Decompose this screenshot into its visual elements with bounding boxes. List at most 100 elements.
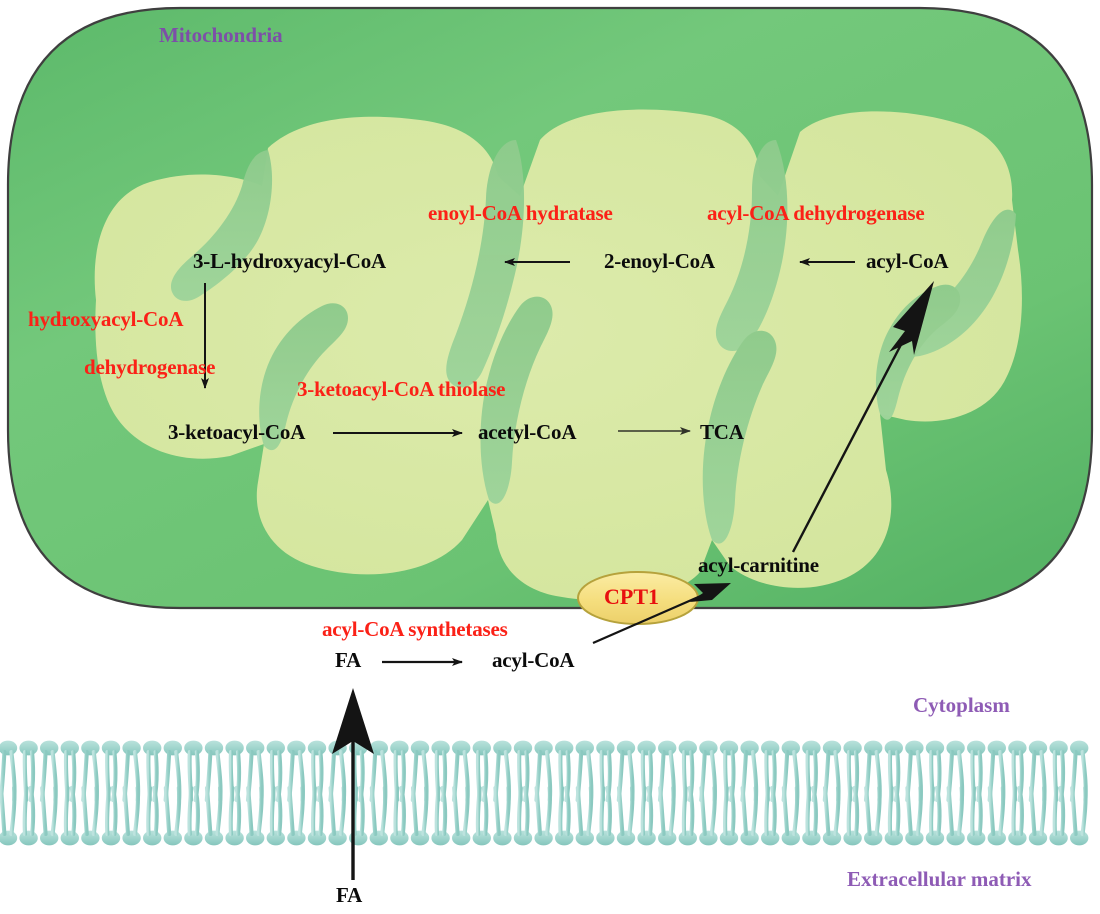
phospholipid-head — [493, 830, 512, 846]
phospholipid-tail — [481, 785, 489, 837]
phospholipid-tail — [132, 785, 141, 837]
phospholipid-head — [204, 830, 224, 846]
phospholipid-head — [884, 740, 903, 756]
phospholipid-head — [122, 740, 141, 756]
label-acetyl-coa: acetyl-CoA — [478, 420, 577, 444]
phospholipid-head — [163, 740, 182, 756]
phospholipid-head — [19, 740, 38, 756]
phospholipid-tail — [781, 785, 790, 837]
phospholipid-head — [946, 740, 965, 756]
phospholipid-tail — [1028, 785, 1037, 837]
phospholipid-head — [246, 830, 265, 846]
phospholipid-head — [967, 740, 986, 756]
phospholipid-tail — [1080, 785, 1088, 837]
phospholipid-head — [81, 830, 100, 846]
phospholipid-head — [266, 830, 285, 846]
phospholipid-tail — [905, 785, 913, 837]
phospholipid-head — [843, 830, 862, 846]
phospholipid-tail — [275, 785, 283, 837]
phospholipid-head — [555, 830, 574, 846]
phospholipid-head — [822, 740, 842, 756]
phospholipid-tail — [358, 785, 365, 837]
phospholipid-head — [658, 740, 677, 756]
phospholipid-tail — [728, 785, 736, 837]
phospholipid-tail — [822, 785, 831, 837]
phospholipid-tail — [534, 785, 543, 837]
phospholipid-head — [1049, 740, 1068, 756]
phospholipid-head — [699, 830, 718, 846]
phospholipid-tail — [228, 785, 235, 837]
mitochondrial-matrix — [94, 109, 1022, 601]
phospholipid-tail — [475, 785, 482, 837]
phospholipid-head — [81, 740, 100, 756]
phospholipid-tail — [421, 785, 429, 837]
phospholipid-tail — [104, 785, 111, 837]
phospholipid-tail — [640, 785, 647, 837]
phospholipid-head — [184, 830, 203, 846]
phospholipid-head — [864, 740, 883, 756]
phospholipid-tail — [174, 785, 182, 837]
phospholipid-head — [390, 830, 409, 846]
phospholipid-tail — [1011, 785, 1018, 837]
phospholipid-tail — [50, 785, 58, 837]
phospholipid-tail — [998, 785, 1006, 837]
phospholipid-tail — [522, 785, 530, 837]
phospholipid-head — [452, 830, 471, 846]
phospholipid-tail — [91, 785, 99, 837]
crista-1 — [170, 150, 273, 301]
crista-5 — [259, 303, 348, 451]
phospholipid-head — [369, 740, 388, 756]
phospholipid-head — [637, 830, 656, 846]
phospholipid-head — [596, 740, 615, 756]
phospholipid-head — [946, 830, 965, 846]
phospholipid-head — [472, 830, 491, 846]
phospholipid-head — [472, 740, 491, 756]
phospholipid-tail — [316, 785, 324, 837]
phospholipid-head — [287, 830, 306, 846]
phospholipid-tail — [22, 785, 29, 837]
phospholipid-head — [246, 740, 265, 756]
phospholipid-tail — [564, 785, 571, 837]
phospholipid-tail — [146, 785, 153, 837]
phospholipid-head — [925, 830, 945, 846]
phospholipid-tail — [558, 785, 565, 837]
crista-6 — [480, 296, 553, 504]
arrow-acylcoa-through-cpt1 — [592, 583, 731, 645]
phospholipid-head — [204, 740, 224, 756]
label-mitochondria: Mitochondria — [159, 23, 283, 47]
phospholipid-tail — [516, 785, 523, 837]
phospholipid-tail — [792, 785, 800, 837]
label-cpt1[interactable]: CPT1 — [604, 584, 659, 609]
phospholipid-head — [699, 740, 718, 756]
phospholipid-tail — [328, 785, 337, 837]
phospholipid-tail — [399, 785, 406, 837]
phospholipid-tail — [462, 785, 470, 837]
phospholipid-head — [1008, 740, 1027, 756]
arrow-fa-transport — [332, 688, 374, 880]
phospholipid-tail — [1017, 785, 1024, 837]
cristae-group — [170, 140, 1016, 544]
label-extracellular-matrix: Extracellular matrix — [847, 867, 1032, 891]
phospholipid-head — [596, 830, 615, 846]
crista-3 — [715, 140, 788, 351]
phospholipid-head — [369, 830, 388, 846]
label-acyl-coa-matrix: acyl-CoA — [866, 249, 949, 273]
phospholipid-head — [1028, 740, 1048, 756]
phospholipid-head — [658, 830, 677, 846]
phospholipid-head — [493, 740, 512, 756]
phospholipid-head — [1070, 740, 1089, 756]
phospholipid-head — [616, 740, 636, 756]
phospholipid-head — [905, 830, 924, 846]
label-hydroxyacyl-coa: hydroxyacyl-CoA — [28, 307, 184, 331]
phospholipid-tail — [668, 785, 676, 837]
phospholipid-head — [843, 740, 862, 756]
phospholipid-head — [410, 830, 430, 846]
phospholipid-head — [884, 830, 903, 846]
arrow-acylcarnitine-to-acylcoa — [791, 281, 934, 553]
label-acyl-carnitine: acyl-carnitine — [698, 553, 819, 577]
phospholipid-tail — [811, 785, 818, 837]
phospholipid-head — [719, 830, 739, 846]
phospholipid-head — [431, 830, 450, 846]
crista-7 — [702, 330, 777, 544]
